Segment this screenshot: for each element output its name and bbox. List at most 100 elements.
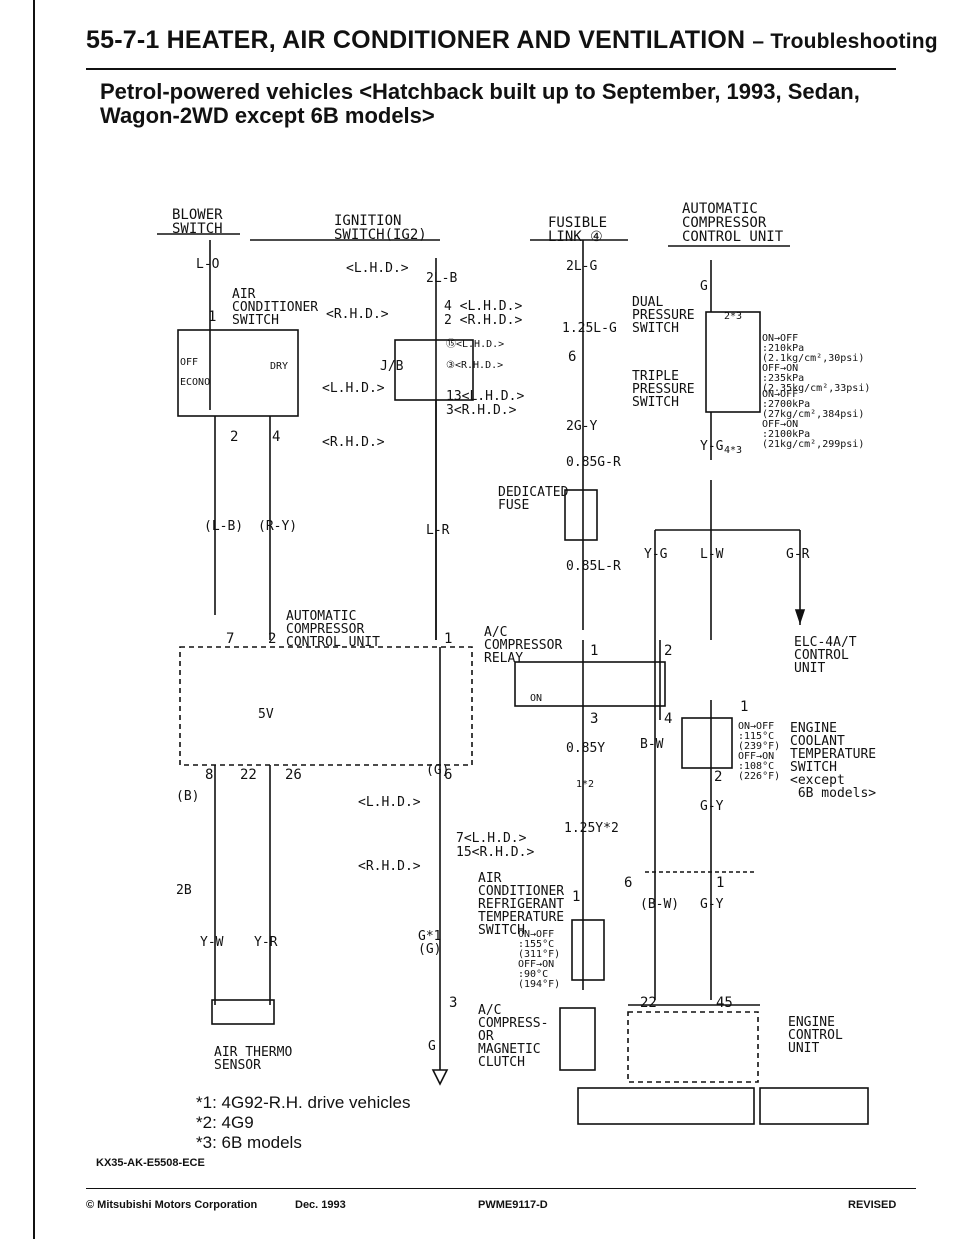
triple-pressure-switch-label: TRIPLE PRESSURE SWITCH xyxy=(632,369,695,410)
wire-l-r: L-R xyxy=(426,523,450,538)
pin4-lhd-label: 4 <L.H.D.> xyxy=(444,299,523,314)
wire-g-star: G*1 (G) xyxy=(418,929,442,957)
lhd-label-2: <L.H.D.> xyxy=(322,381,385,396)
section-number: 55-7-1 xyxy=(86,26,160,54)
wire-l-b-paren: (L-B) xyxy=(204,519,244,534)
lhd-label-1: <L.H.D.> xyxy=(346,261,409,276)
wire-1.25y: 1.25Y*2 xyxy=(564,821,619,836)
wire-y-g-b: Y-G xyxy=(700,439,724,454)
rhd-label-3: <R.H.D.> xyxy=(358,859,421,874)
wire-l-o: L-O xyxy=(196,257,220,272)
pin-4-star3: 4*3 xyxy=(724,445,743,456)
wire-g-top: G xyxy=(700,279,708,294)
wire-2g-y: 2G-Y xyxy=(566,419,598,434)
switch-off-label: OFF xyxy=(180,357,199,368)
pin-2-ac-switch: 2 xyxy=(230,429,239,445)
wire-g-y-b: G-Y xyxy=(700,897,724,912)
footnote-3: *3: 6B models xyxy=(196,1133,302,1152)
footnote-2: *2: 4G9 xyxy=(196,1113,254,1132)
engine-control-unit-label: ENGINE CONTROL UNIT xyxy=(788,1015,843,1056)
pin-1-coolant: 1 xyxy=(740,699,749,715)
rhd-label-1: <R.H.D.> xyxy=(326,307,389,322)
dual-pressure-switch-label: DUAL PRESSURE SWITCH xyxy=(632,295,695,336)
wire-0.85y: 0.85Y xyxy=(566,741,606,756)
refrigerant-spec: ON→OFF :155°C (311°F) OFF→ON :90°C (194°… xyxy=(518,929,561,990)
refrigerant-temp-switch-label: AIR CONDITIONER REFRIGERANT TEMPERATURE … xyxy=(478,871,565,938)
engine-coolant-switch-label: ENGINE COOLANT TEMPERATURE SWITCH <excep… xyxy=(790,721,877,801)
pin15b-rhd-label: 15<R.H.D.> xyxy=(456,845,535,860)
wire-y-w: Y-W xyxy=(200,935,224,950)
switch-dry-label: DRY xyxy=(270,361,289,372)
pin-3-clutch: 3 xyxy=(449,995,458,1011)
figure-code: KX35-AK-E5508-ECE xyxy=(96,1157,205,1169)
pin-1-acc: 1 xyxy=(444,631,453,647)
pin-2-acc: 2 xyxy=(268,631,277,647)
wire-g-bottom: G xyxy=(428,1039,436,1054)
pin-4-ac-switch: 4 xyxy=(272,429,281,445)
footer-rule xyxy=(86,1188,916,1189)
pin-7-acc: 7 xyxy=(226,631,235,647)
pin15-lhd-label: ⑮<L.H.D.> xyxy=(446,339,505,350)
footer-date: Dec. 1993 xyxy=(295,1199,346,1211)
wire-g-paren: (G) xyxy=(426,763,450,778)
dedicated-fuse-label: DEDICATED FUSE xyxy=(498,485,569,513)
pin-22-ecu: 22 xyxy=(640,995,657,1011)
wire-0.85g-r: 0.85G-R xyxy=(566,455,621,470)
pin-6-elc: 6 xyxy=(624,875,633,891)
page-subtitle: Petrol-powered vehicles <Hatchback built… xyxy=(100,79,860,128)
pin-1-relay: 1 xyxy=(590,643,599,659)
pin-6-acc: 6 xyxy=(444,767,453,783)
footer-doc-no: PWME9117-D xyxy=(478,1199,548,1211)
pin-4-relay: 4 xyxy=(664,711,673,727)
wire-b-paren: (B) xyxy=(176,789,200,804)
triple-pressure-spec: ON→OFF :2700kPa (27kg/cm²,384psi) OFF→ON… xyxy=(762,389,865,450)
pin13-lhd-label: 13<L.H.D.> xyxy=(446,389,525,404)
wire-l-w: L-W xyxy=(700,547,724,562)
pin-2-coolant: 2 xyxy=(714,769,723,785)
wire-5v: 5V xyxy=(258,707,274,722)
footer-status: REVISED xyxy=(848,1199,897,1211)
wire-g-y-a: G-Y xyxy=(700,799,724,814)
switch-econo-label: ECONO xyxy=(180,377,211,388)
pin-2-star3: 2*3 xyxy=(724,311,743,322)
pin-45-ecu: 45 xyxy=(716,995,733,1011)
ac-switch-label: AIR CONDITIONER SWITCH xyxy=(232,287,319,328)
fusible-link-label: FUSIBLE LINK ④ xyxy=(548,215,608,245)
wire-g-r: G-R xyxy=(786,547,810,562)
coolant-spec: ON→OFF :115°C (239°F) OFF→ON :108°C (226… xyxy=(738,721,781,782)
rhd-label-2: <R.H.D.> xyxy=(322,435,385,450)
magnetic-clutch-label: A/C COMPRESS- OR MAGNETIC CLUTCH xyxy=(478,1003,549,1070)
footer-copyright: © Mitsubishi Motors Corporation xyxy=(86,1199,258,1211)
pin7-lhd-label: 7<L.H.D.> xyxy=(456,831,527,846)
pin-1-elc: 1 xyxy=(716,875,725,891)
air-thermo-sensor-label: AIR THERMO SENSOR xyxy=(214,1045,293,1073)
pin3-rhd-label: ③<R.H.D.> xyxy=(446,360,504,371)
header-rule xyxy=(86,68,896,70)
dual-pressure-spec: ON→OFF :210kPa (2.1kg/cm²,30psi) OFF→ON … xyxy=(762,333,871,394)
elc-control-unit-label: ELC-4A/T CONTROL UNIT xyxy=(794,635,857,676)
pin-8-acc: 8 xyxy=(205,767,214,783)
wire-2l-g: 2L-G xyxy=(566,259,598,274)
margin-bar xyxy=(33,0,35,1239)
wire-b-w: B-W xyxy=(640,737,664,752)
wire-0.85l-r: 0.85L-R xyxy=(566,559,621,574)
wire-2b: 2B xyxy=(176,883,192,898)
ignition-switch-label: IGNITION SWITCH(IG2) xyxy=(334,213,427,243)
section-subtitle: Troubleshooting xyxy=(770,30,938,53)
pin-1-ac-switch: 1 xyxy=(208,309,217,325)
lhd-label-3: <L.H.D.> xyxy=(358,795,421,810)
pin-1-star2: 1*2 xyxy=(576,779,595,790)
pin-2-relay: 2 xyxy=(664,643,673,659)
blower-switch-label: BLOWER SWITCH xyxy=(172,207,223,237)
acc-unit-top-label: AUTOMATIC COMPRESSOR CONTROL UNIT xyxy=(682,201,784,245)
pin3b-rhd-label: 3<R.H.D.> xyxy=(446,403,517,418)
wire-y-g-a: Y-G xyxy=(644,547,668,562)
pin-26-acc: 26 xyxy=(285,767,302,783)
pin-1-refrig: 1 xyxy=(572,889,581,905)
wire-r-y-paren: (R-Y) xyxy=(258,519,298,534)
pin-3-relay: 3 xyxy=(590,711,599,727)
pin2-rhd-label: 2 <R.H.D.> xyxy=(444,313,523,328)
ac-compressor-relay-label: A/C COMPRESSOR RELAY xyxy=(484,625,563,666)
jb-label: J/B xyxy=(380,359,404,374)
